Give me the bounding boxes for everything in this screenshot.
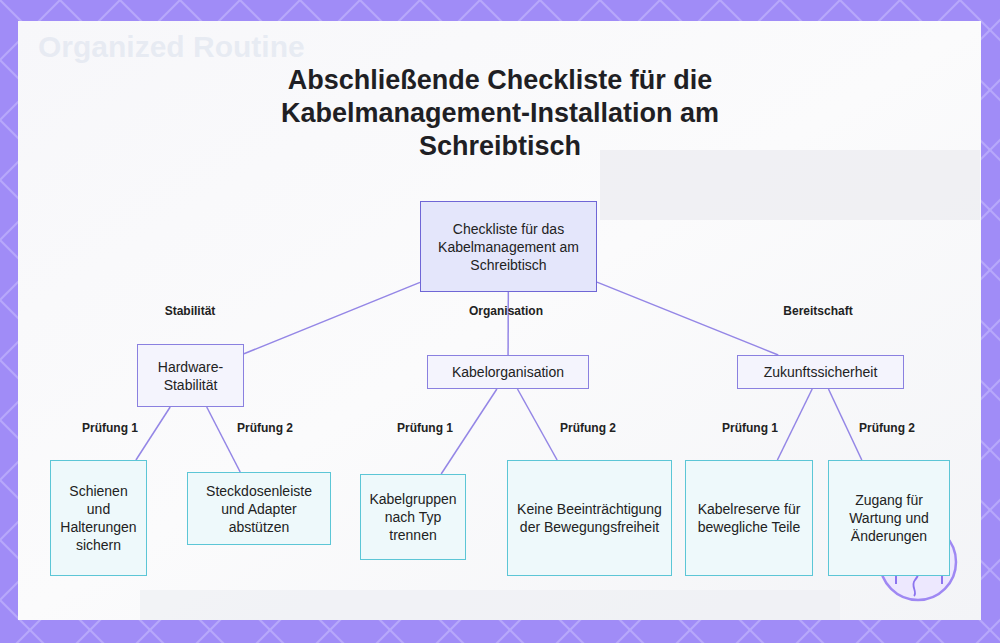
box-text: Steckdosenleiste und Adapter abstützen	[194, 482, 324, 536]
category-box: Zukunftssicherheit	[737, 355, 904, 389]
panel	[18, 21, 981, 620]
diagram-title: Abschließende Checkliste für die Kabelma…	[240, 64, 760, 163]
edge-label: Prüfung 2	[560, 421, 616, 435]
box-text: Kabelorganisation	[452, 363, 564, 381]
connector-line	[244, 282, 420, 353]
check-box: Steckdosenleiste und Adapter abstützen	[187, 472, 331, 545]
box-text: Schienen und Halterungen sichern	[57, 482, 140, 554]
check-box: Zugang für Wartung und Änderungen	[828, 460, 950, 576]
edge-label: Organisation	[469, 304, 543, 318]
edge-label: Prüfung 1	[82, 421, 138, 435]
edge-label: Prüfung 2	[859, 421, 915, 435]
edge-label: Prüfung 1	[722, 421, 778, 435]
check-box: Kabelreserve für bewegliche Teile	[685, 460, 813, 576]
edge-label: Prüfung 2	[237, 421, 293, 435]
blurred-shelf	[600, 150, 980, 220]
box-text: Keine Beeinträchtigung der Bewegungsfrei…	[514, 500, 665, 536]
box-text: Zukunftssicherheit	[764, 363, 878, 381]
connector-line	[517, 389, 557, 460]
box-text: Hardware-Stabilität	[144, 358, 237, 394]
edge-label: Prüfung 1	[397, 421, 453, 435]
edge-label: Bereitschaft	[783, 304, 852, 318]
edge-label: Stabilität	[165, 304, 216, 318]
connector-line	[136, 407, 170, 460]
check-box: Kabelgruppen nach Typ trennen	[360, 474, 466, 560]
connector-line	[597, 282, 778, 355]
connector-line	[777, 389, 812, 460]
blurred-desk	[140, 590, 840, 620]
box-text: Checkliste für das Kabelmanagement am Sc…	[427, 220, 590, 274]
box-text: Kabelgruppen nach Typ trennen	[367, 490, 459, 544]
category-box: Hardware-Stabilität	[137, 344, 244, 407]
connector-line	[207, 407, 240, 472]
check-box: Keine Beeinträchtigung der Bewegungsfrei…	[507, 460, 672, 576]
category-box: Kabelorganisation	[427, 355, 589, 389]
box-text: Kabelreserve für bewegliche Teile	[692, 500, 806, 536]
watermark-text: Organized Routine	[38, 30, 305, 64]
box-text: Zugang für Wartung und Änderungen	[835, 491, 943, 545]
connector-line	[507, 292, 509, 355]
root-box: Checkliste für das Kabelmanagement am Sc…	[420, 201, 597, 292]
connector-line	[828, 389, 861, 460]
check-box: Schienen und Halterungen sichern	[50, 460, 147, 576]
